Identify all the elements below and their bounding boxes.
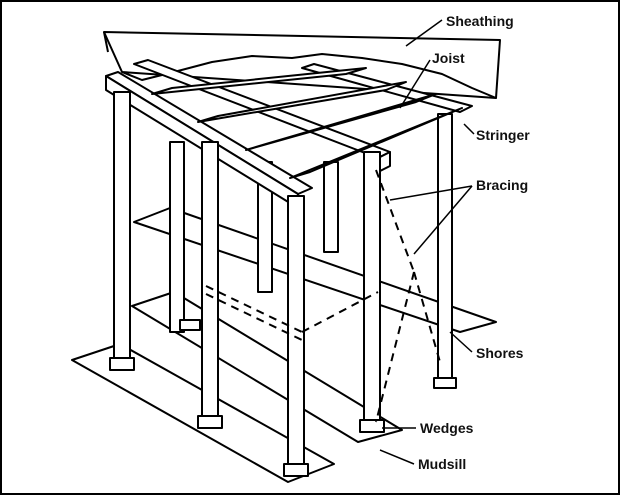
label-sheathing: Sheathing xyxy=(446,13,514,29)
label-shores: Shores xyxy=(476,345,524,361)
leader-joist xyxy=(399,59,431,109)
shore-front-3 xyxy=(287,195,305,477)
shore-back-4 xyxy=(437,113,453,385)
label-stringer: Stringer xyxy=(476,127,530,143)
wedge-6 xyxy=(179,319,201,331)
leader-sheathing xyxy=(405,19,443,47)
brace-2 xyxy=(205,293,303,341)
mudsills xyxy=(71,207,497,483)
leader-bracing-2 xyxy=(413,185,473,255)
joist-2 xyxy=(197,81,407,123)
brace-6 xyxy=(413,271,441,363)
wedges xyxy=(109,319,457,477)
wedge-5 xyxy=(433,377,457,389)
leader-stringer xyxy=(463,123,475,135)
leaders xyxy=(379,19,475,465)
bracing xyxy=(205,169,441,423)
mudsill-back xyxy=(133,207,497,333)
label-mudsill: Mudsill xyxy=(418,456,467,472)
label-joist: Joist xyxy=(432,50,465,66)
joist-1 xyxy=(151,67,367,95)
wedge-4 xyxy=(359,419,385,433)
wedge-2 xyxy=(197,415,223,429)
leader-mudsill xyxy=(379,449,415,465)
shore-front-2 xyxy=(201,141,219,423)
joist-3 xyxy=(245,93,437,151)
sheathing-left-edge xyxy=(103,31,109,53)
wedge-3 xyxy=(283,463,309,477)
shore-front-1 xyxy=(113,91,131,363)
leader-shores xyxy=(449,331,473,353)
brace-3 xyxy=(301,291,379,333)
brace-5 xyxy=(375,271,415,423)
brace-4 xyxy=(375,169,415,273)
shore-back-1 xyxy=(169,141,185,333)
label-wedges: Wedges xyxy=(420,420,474,436)
label-bracing: Bracing xyxy=(476,177,529,193)
joist-4 xyxy=(289,107,463,179)
brace-1 xyxy=(205,285,303,333)
wedge-1 xyxy=(109,357,135,371)
shore-back-3 xyxy=(323,161,339,253)
joists xyxy=(151,67,463,179)
leader-bracing-1 xyxy=(389,185,473,201)
